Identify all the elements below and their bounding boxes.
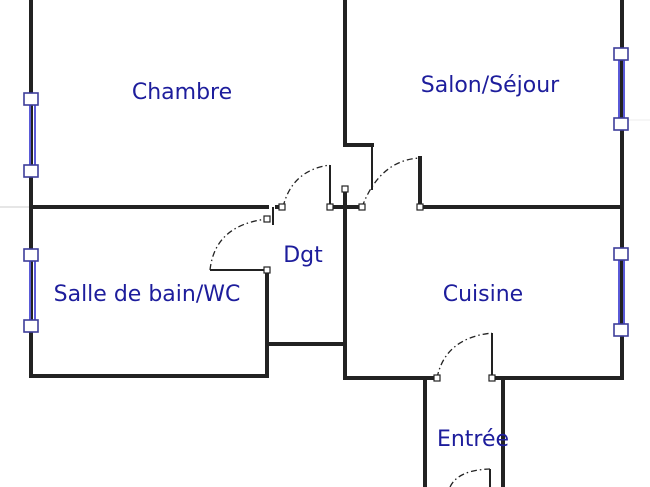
window-cuisine — [613, 247, 629, 337]
room-label-salon-sejour: Salon/Séjour — [421, 73, 560, 98]
door-salon — [341, 145, 424, 211]
door-entree-front — [449, 468, 491, 487]
room-label-salle-de-bain-wc: Salle de bain/WC — [54, 282, 241, 307]
background-detail — [0, 119, 650, 208]
walls — [29, 0, 624, 487]
window-salon — [613, 47, 629, 131]
window-chambre — [23, 92, 39, 178]
room-label-cuisine: Cuisine — [443, 282, 523, 307]
room-label-chambre: Chambre — [132, 80, 232, 105]
room-label-dgt: Dgt — [283, 243, 323, 268]
room-label-entree: Entrée — [437, 427, 509, 452]
door-chambre — [278, 164, 334, 211]
window-salle-de-bain — [23, 248, 39, 333]
door-entree-cuisine — [433, 332, 496, 382]
door-salle-de-bain — [209, 207, 274, 274]
